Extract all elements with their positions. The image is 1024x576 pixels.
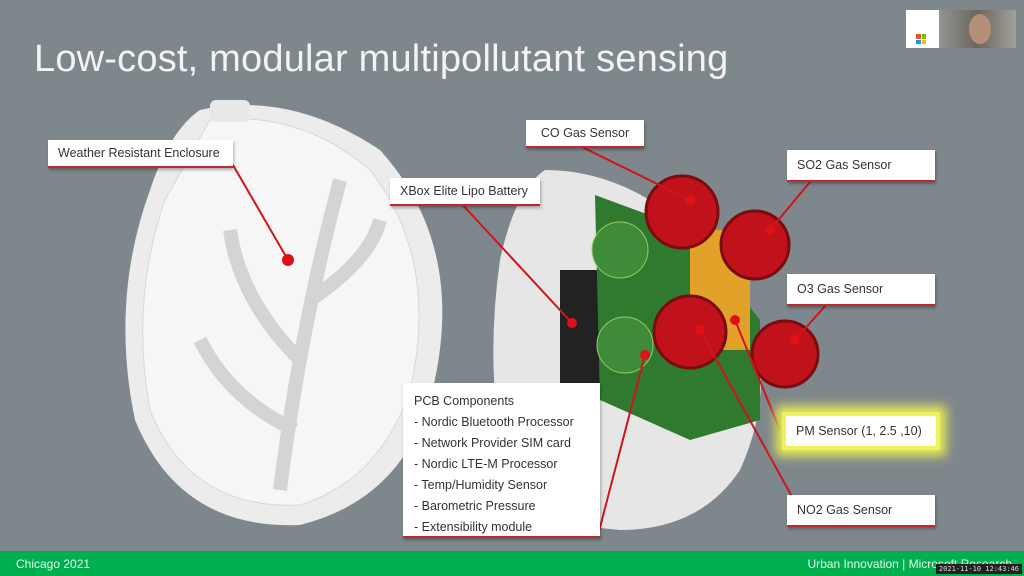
pcb-item: - Nordic Bluetooth Processor	[414, 415, 574, 429]
callout-dots	[282, 195, 800, 360]
enclosure-shell	[125, 100, 443, 526]
pcb-item: - Barometric Pressure	[414, 499, 536, 513]
pcb-item: - Extensibility module	[414, 520, 533, 534]
pcb-item: - Network Provider SIM card	[414, 436, 571, 450]
callout-battery: XBox Elite Lipo Battery	[390, 178, 540, 206]
pcb-item: - Temp/Humidity Sensor	[414, 478, 548, 492]
presenter-video-thumbnail[interactable]	[906, 10, 1016, 48]
pcb-title: PCB Components	[414, 394, 515, 408]
callout-co-sensor: CO Gas Sensor	[526, 120, 644, 148]
slide-footer: Chicago 2021 Urban Innovation | Microsof…	[0, 551, 1024, 576]
callout-pm-sensor: PM Sensor (1, 2.5 ,10)	[782, 412, 940, 450]
timestamp: 2021-11-10 12:43:46	[935, 564, 1022, 574]
callout-lines	[232, 144, 827, 536]
pcb-item: - Nordic LTE-M Processor	[414, 457, 558, 471]
callout-so2-sensor: SO2 Gas Sensor	[787, 150, 935, 182]
microsoft-logo-icon	[916, 34, 926, 44]
footer-left: Chicago 2021	[16, 557, 91, 571]
callout-o3-sensor: O3 Gas Sensor	[787, 274, 935, 306]
pcb-components-box: PCB Components - Nordic Bluetooth Proces…	[403, 383, 600, 538]
callout-enclosure: Weather Resistant Enclosure	[48, 140, 233, 168]
slide-title: Low-cost, modular multipollutant sensing	[34, 38, 729, 80]
presenter-video	[939, 10, 1016, 48]
callout-no2-sensor: NO2 Gas Sensor	[787, 495, 935, 527]
gas-sensors	[644, 174, 820, 389]
